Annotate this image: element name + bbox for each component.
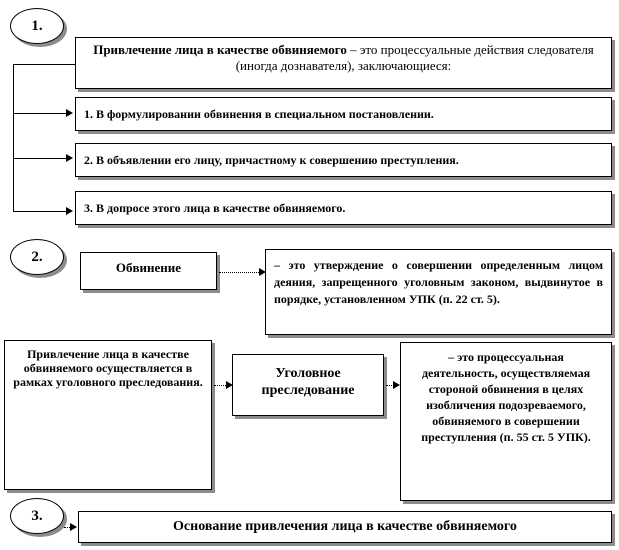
obvinenie-definition: – это утверждение о совершении определен… xyxy=(274,258,603,306)
section-3-title: Основание привлечения лица в качестве об… xyxy=(173,519,517,534)
arrow-item-3 xyxy=(66,207,73,215)
obvinenie-term: Обвинение xyxy=(115,260,182,275)
bracket-vertical xyxy=(13,64,14,212)
middle-term: Уголовное преследование xyxy=(261,366,355,398)
section-2-number: 2. xyxy=(10,239,64,275)
section-1-item-1-text: 1. В формулировании обвинения в специаль… xyxy=(84,107,434,121)
connector-left-middle xyxy=(214,385,230,386)
section-3-number: 3. xyxy=(10,498,64,534)
arrow-section-3 xyxy=(70,523,77,531)
left-text: Привлечение лица в качестве обвиняемого … xyxy=(13,347,203,389)
section-1-item-1: 1. В формулировании обвинения в специаль… xyxy=(75,97,612,131)
section-2-number-text: 2. xyxy=(31,248,43,265)
section-3-number-text: 3. xyxy=(31,507,43,524)
arrow-definition xyxy=(259,268,266,276)
bracket-branch-1 xyxy=(13,113,71,114)
section-1-number: 1. xyxy=(10,8,64,44)
section-1-item-3-text: 3. В допросе этого лица в качестве обвин… xyxy=(84,201,346,215)
obvinenie-term-box: Обвинение xyxy=(80,252,217,290)
section-1-header-rest: – это процессуальные действия следовател… xyxy=(235,42,594,73)
arrow-right xyxy=(393,381,400,389)
section-1-header-box: Привлечение лица в качестве обвиняемого … xyxy=(75,37,612,89)
middle-term-box: Уголовное преследование xyxy=(232,354,384,416)
bracket-branch-2 xyxy=(13,158,71,159)
connector-middle-right xyxy=(386,385,398,386)
bracket-bottom xyxy=(13,211,71,212)
connector-term-definition xyxy=(219,272,261,273)
right-text: – это процессуальная деятельность, осуще… xyxy=(421,350,591,444)
bracket-top xyxy=(13,64,75,65)
section-1-item-3: 3. В допросе этого лица в качестве обвин… xyxy=(75,191,612,225)
section-1-item-2-text: 2. В объявлении его лицу, причастному к … xyxy=(84,153,459,167)
section-3-title-box: Основание привлечения лица в качестве об… xyxy=(78,511,612,543)
section-1-number-text: 1. xyxy=(31,17,43,34)
obvinenie-definition-box: – это утверждение о совершении определен… xyxy=(265,249,612,335)
left-text-box: Привлечение лица в качестве обвиняемого … xyxy=(4,340,212,490)
section-1-item-2: 2. В объявлении его лицу, причастному к … xyxy=(75,143,612,177)
right-text-box: – это процессуальная деятельность, осуще… xyxy=(400,342,612,501)
section-1-header-term: Привлечение лица в качестве обвиняемого xyxy=(93,42,347,57)
arrow-item-1 xyxy=(66,109,73,117)
arrow-item-2 xyxy=(66,154,73,162)
arrow-middle xyxy=(226,381,233,389)
